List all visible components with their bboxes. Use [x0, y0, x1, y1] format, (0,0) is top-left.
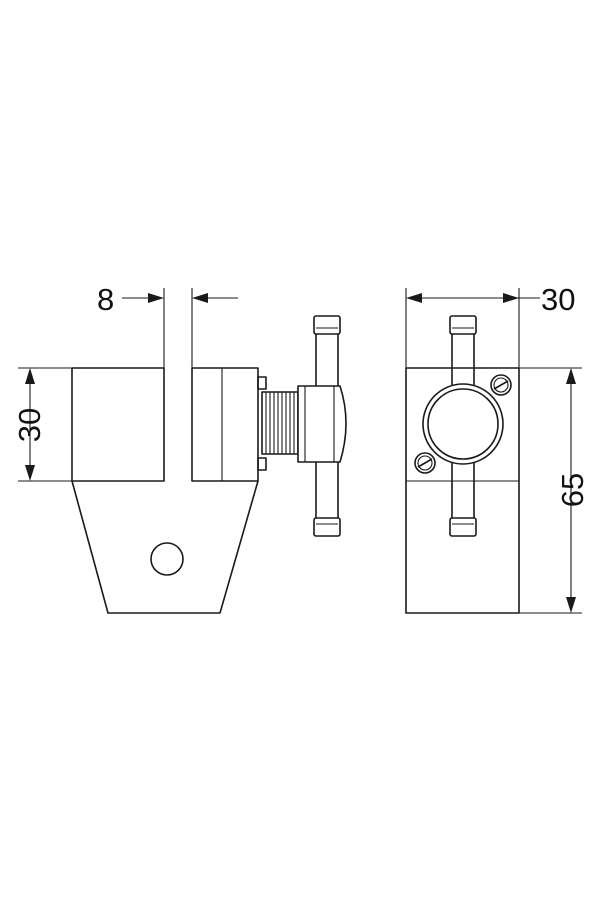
front-knob-inner — [427, 388, 499, 460]
front-knob-outer — [422, 383, 504, 465]
side-handle-arm-top — [315, 333, 339, 388]
dim-8-arrow-right — [192, 293, 208, 303]
side-body-right — [191, 367, 259, 482]
dim-30-arrow-bottom — [25, 465, 35, 481]
dim-65-arrow-bottom — [566, 597, 576, 613]
front-plate — [405, 367, 520, 614]
lock-nut-bottom — [257, 457, 267, 471]
side-handle-cap-bottom — [313, 517, 341, 537]
front-view: 30 65 — [405, 282, 590, 614]
side-handle-arm-bottom — [315, 460, 339, 520]
side-handle-cap-top — [313, 315, 341, 335]
side-body-left — [71, 367, 165, 482]
dim-65-arrow-top — [566, 368, 576, 384]
threaded-spindle — [261, 391, 299, 455]
dim-30w-arrow-left — [406, 293, 422, 303]
dim-30-arrow-top — [25, 368, 35, 384]
thread-lines — [265, 392, 295, 454]
dim-30w-arrow-right — [503, 293, 519, 303]
screw-top-right — [490, 374, 512, 396]
dim-8-arrow-left — [148, 293, 164, 303]
dim-65-label: 65 — [555, 473, 590, 507]
dim-30-front-label: 30 — [541, 282, 575, 317]
front-handle-cap-bottom — [449, 517, 477, 537]
dim-8-label: 8 — [97, 282, 114, 317]
dim-30-side-label: 30 — [12, 408, 47, 442]
lock-nut-top — [257, 376, 267, 390]
side-view: 8 30 — [12, 282, 347, 614]
screw-bottom-left — [414, 452, 436, 474]
side-bracket — [71, 480, 259, 614]
mounting-hole — [150, 542, 184, 576]
front-handle-cap-top — [449, 315, 477, 335]
